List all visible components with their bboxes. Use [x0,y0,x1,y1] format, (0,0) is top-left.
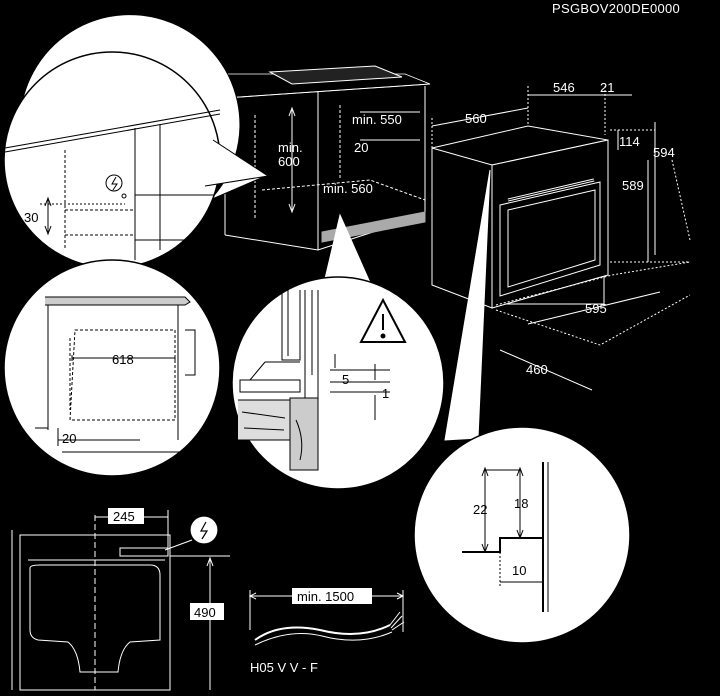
detail-mid-left [3,259,221,477]
right-height-a: 22 [473,502,487,517]
hob-cutout [268,65,403,85]
niche-gap: 20 [354,140,368,155]
niche-min-width: min. 560 [323,181,373,196]
oven-top-gap: 114 [619,134,640,149]
oven-front-width: 595 [585,301,607,316]
detail-top-left [3,14,270,269]
right-height-b: 18 [514,496,528,511]
side-offset: 245 [113,509,135,524]
detail-right [413,169,631,644]
socket-offset: 30 [24,210,38,225]
power-plug-icon [105,174,127,199]
cable-length-bg [292,588,372,604]
side-offset-label-bg [108,508,144,524]
power-plug-icon-small [189,515,219,545]
cable-length: min. 1500 [297,589,354,604]
right-depth: 10 [512,563,526,578]
side-height: 490 [194,605,216,620]
oven-depth-bottom: 460 [526,362,548,377]
niche-min-height-line2: 600 [278,154,300,169]
document-code: PSGBOV200DE0000 [552,1,680,16]
mid-width: 618 [112,352,134,367]
mid-clearance: 20 [62,431,76,446]
oven-height-body: 589 [622,178,644,193]
oven-body [431,86,691,391]
cable-type: H05 V V - F [250,660,318,675]
center-gap-b: 1 [382,386,389,401]
warning-triangle-icon [359,297,407,343]
niche-min-height-line1: min. [278,140,303,155]
side-view [11,510,230,691]
niche-min-depth: min. 550 [352,112,402,127]
oven-front: 21 [600,80,614,95]
center-gap-a: 5 [342,372,349,387]
cable-diagram [248,590,405,646]
oven-depth: 546 [553,80,575,95]
detail-center [231,213,445,490]
oven-height-total: 594 [653,145,675,160]
oven-width: 560 [465,111,487,126]
side-height-label-bg [190,603,224,620]
